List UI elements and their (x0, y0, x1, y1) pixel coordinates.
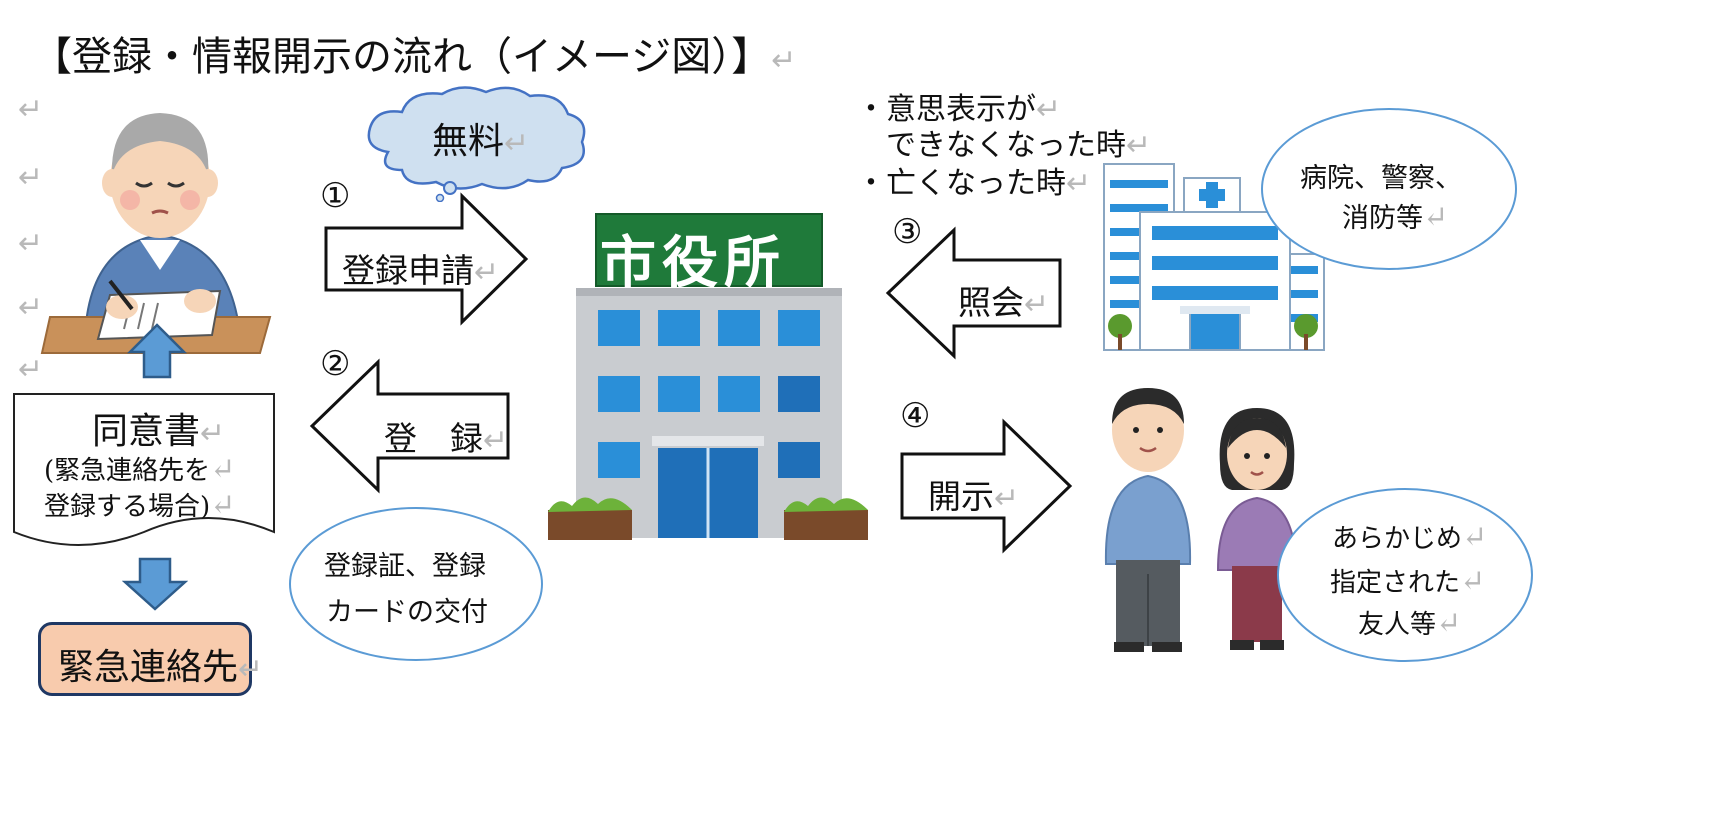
step2-label-text: 登 録 (384, 419, 483, 458)
step1-number: ① (320, 176, 350, 216)
city-hall-sign: 市役所 (600, 231, 786, 296)
return-mark: ↵ (1460, 564, 1486, 599)
emergency-contact-text: 緊急連絡先 (58, 647, 239, 688)
diagram-title: 【登録・情報開示の流れ（イメージ図）】↵ (32, 24, 796, 82)
return-mark: ↵ (18, 160, 44, 195)
hospital-bubble-line2: 消防等↵ (1342, 196, 1448, 235)
elderly-man-writing-icon (40, 113, 272, 354)
designated-friends-bubble (1277, 488, 1533, 662)
return-mark: ↵ (771, 43, 797, 78)
hospital-police-bubble (1261, 108, 1517, 270)
registration-bubble-text1: 登録証、登録 (324, 551, 486, 582)
people-bubble-text3: 友人等 (1358, 610, 1437, 640)
hospital-bubble-text2: 消防等 (1342, 203, 1423, 234)
return-mark: ↵ (1066, 166, 1092, 201)
return-mark: ↵ (1036, 92, 1062, 127)
condition-line3: ・亡くなった時↵ (856, 158, 1091, 202)
consent-doc-note-1: (緊急連絡先を↵ (44, 450, 235, 487)
consent-doc-title: 同意書↵ (92, 402, 225, 454)
return-mark: ↵ (483, 423, 509, 458)
return-mark: ↵ (18, 290, 44, 325)
return-mark: ↵ (210, 488, 236, 523)
registration-bubble-line1: 登録証、登録 (324, 544, 486, 583)
step3-label: 照会↵ (958, 276, 1049, 324)
step4-number: ④ (900, 396, 930, 436)
step3-left-arrow (885, 226, 1062, 360)
step2-label: 登 録↵ (384, 412, 508, 460)
return-mark: ↵ (1436, 606, 1462, 641)
step3-number: ③ (892, 212, 922, 252)
step1-num-text: ① (320, 176, 351, 216)
city-hall-building-icon (548, 213, 868, 540)
free-cloud-shape (367, 86, 586, 202)
people-bubble-text1: あらかじめ (1332, 524, 1463, 554)
return-mark: ↵ (1462, 520, 1488, 555)
condition-line1: ・意思表示が↵ (856, 84, 1061, 128)
return-mark: ↵ (504, 126, 530, 161)
down-arrow-icon (122, 557, 188, 611)
return-mark: ↵ (200, 416, 226, 451)
emergency-contact-box (38, 622, 252, 696)
people-bubble-text2: 指定された (1330, 568, 1461, 598)
cloud-text: 無料 (432, 121, 505, 162)
consent-doc-line2: (緊急連絡先を (44, 456, 211, 486)
step3-label-text: 照会 (958, 283, 1024, 322)
consent-doc-line1: 同意書 (92, 411, 201, 452)
step1-right-arrow (324, 192, 529, 326)
condition-text2: できなくなった時 (856, 128, 1126, 163)
return-mark: ↵ (18, 226, 44, 261)
return-mark: ↵ (18, 92, 44, 127)
free-cloud-label: 無料↵ (432, 112, 529, 164)
woman-figure-icon (1216, 408, 1298, 650)
people-bubble-line1: あらかじめ↵ (1332, 518, 1487, 555)
man-figure-icon (1104, 388, 1192, 652)
registration-bubble-text2: カードの交付 (326, 597, 488, 628)
consent-document-shape (13, 393, 275, 546)
hospital-bubble-text1: 病院、警察、 (1300, 163, 1462, 194)
step2-left-arrow (309, 358, 510, 494)
hospital-building-icon (1103, 163, 1325, 351)
step3-num-text: ③ (892, 212, 923, 252)
registration-bubble-line2: カードの交付 (326, 590, 488, 629)
title-text: 【登録・情報開示の流れ（イメージ図）】 (32, 34, 772, 80)
return-mark: ↵ (238, 652, 264, 687)
consent-doc-note-2: 登録する場合)↵ (44, 486, 235, 523)
condition-line2: できなくなった時↵ (856, 120, 1151, 164)
return-mark: ↵ (1024, 287, 1050, 322)
registration-card-bubble (289, 507, 543, 661)
people-bubble-line3: 友人等↵ (1358, 604, 1461, 641)
step2-num-text: ② (320, 344, 351, 384)
step4-label: 開示↵ (928, 470, 1019, 518)
return-mark: ↵ (1126, 128, 1152, 163)
return-mark: ↵ (1423, 200, 1449, 235)
emergency-contact-label: 緊急連絡先↵ (58, 638, 263, 690)
people-bubble-line2: 指定された↵ (1330, 562, 1485, 599)
step1-label: 登録申請↵ (342, 244, 499, 292)
return-mark: ↵ (210, 452, 236, 487)
return-mark: ↵ (18, 352, 44, 387)
step4-num-text: ④ (900, 396, 931, 436)
return-mark: ↵ (994, 481, 1020, 516)
up-arrow-icon (126, 323, 188, 379)
step1-label-text: 登録申請 (342, 251, 474, 290)
consent-doc-line3: 登録する場合) (44, 492, 211, 522)
step4-label-text: 開示 (928, 477, 994, 516)
condition-text1: ・意思表示が (856, 92, 1036, 127)
step4-right-arrow (900, 418, 1073, 554)
step2-number: ② (320, 344, 350, 384)
condition-text3: ・亡くなった時 (856, 166, 1066, 201)
return-mark: ↵ (474, 255, 500, 290)
hospital-bubble-line1: 病院、警察、 (1300, 156, 1462, 195)
